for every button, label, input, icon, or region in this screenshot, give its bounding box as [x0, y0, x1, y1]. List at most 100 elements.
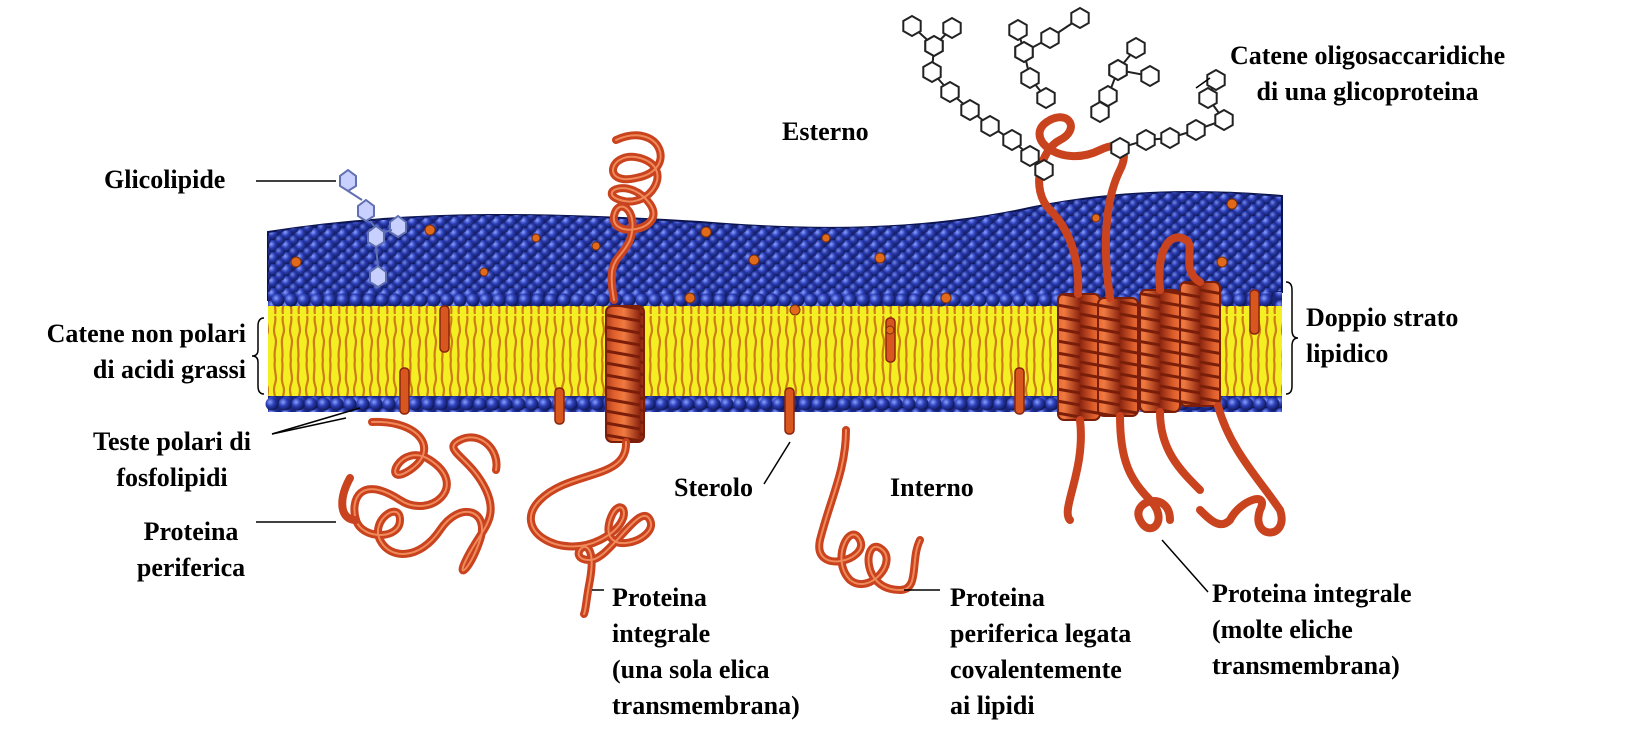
fatty-acid-label-line2: di acidi grassi — [12, 352, 246, 388]
phospholipid-head — [929, 398, 942, 411]
sugar-ring — [1037, 88, 1054, 108]
phospholipid-head — [968, 398, 981, 411]
peripheral-protein-label-line2: periferica — [126, 550, 256, 586]
bilayer-label-line1: Doppio strato — [1306, 300, 1458, 336]
phospholipid-head — [422, 398, 435, 411]
sugar-ring — [1021, 146, 1038, 166]
phospholipid-head — [480, 294, 493, 307]
phospholipid-head — [844, 294, 857, 307]
phospholipid-head — [597, 294, 610, 307]
phospholipid-head — [695, 398, 708, 411]
phospholipid-head — [877, 398, 890, 411]
phospholipid-head — [578, 398, 591, 411]
polar-heads-label: Teste polari di fosfolipidi — [74, 424, 270, 496]
phospholipid-head — [506, 294, 519, 307]
phospholipid-head — [708, 398, 721, 411]
phospholipid-head — [682, 398, 695, 411]
phospholipid-head — [1267, 398, 1280, 411]
phospholipid-head — [961, 294, 974, 307]
phospholipid-head — [1221, 294, 1234, 307]
lipid-anchored-label-line1: Proteina — [950, 580, 1131, 616]
phospholipid-head — [402, 294, 415, 307]
phospholipid-head — [1013, 294, 1026, 307]
lipid-anchored-label-line4: ai lipidi — [950, 688, 1131, 724]
sugar-ring — [925, 36, 942, 56]
phospholipid-head — [526, 398, 539, 411]
phospholipid-head — [623, 294, 636, 307]
phospholipid-head — [298, 294, 311, 307]
phospholipid-head — [571, 294, 584, 307]
phospholipid-head — [591, 398, 604, 411]
phospholipid-head — [428, 294, 441, 307]
phospholipid-head — [656, 398, 669, 411]
phospholipid-head — [311, 294, 324, 307]
sugar-ring — [903, 16, 920, 36]
phospholipid-head — [558, 294, 571, 307]
phospholipid-head — [337, 294, 350, 307]
phospholipid-head — [649, 294, 662, 307]
phospholipid-head — [903, 398, 916, 411]
phospholipid-head — [701, 294, 714, 307]
phospholipid-head — [922, 294, 935, 307]
phospholipid-head — [285, 294, 298, 307]
oligosaccharide-label-line1: Catene oligosaccaridiche — [1230, 38, 1505, 74]
phospholipid-head — [773, 398, 786, 411]
inside-label: Interno — [890, 470, 974, 506]
integral-multi-label-line3: transmembrana) — [1212, 648, 1412, 684]
sugar-ring — [941, 82, 958, 102]
phospholipid-head — [474, 398, 487, 411]
sugar-ring — [1141, 66, 1158, 86]
integral-single-label-line2: integrale — [612, 616, 800, 652]
phospholipid-head — [766, 294, 779, 307]
bilayer-label: Doppio strato lipidico — [1306, 300, 1458, 372]
oligosaccharide-label: Catene oligosaccaridiche di una glicopro… — [1230, 38, 1505, 110]
phospholipid-head — [441, 294, 454, 307]
phospholipid-head — [487, 398, 500, 411]
phospholipid-head — [448, 398, 461, 411]
phospholipid-head — [519, 294, 532, 307]
sugar-ring — [1015, 42, 1032, 62]
phospholipid-head — [1046, 398, 1059, 411]
outside-label: Esterno — [782, 114, 869, 150]
phospholipid-head — [1241, 398, 1254, 411]
phospholipid-head — [493, 294, 506, 307]
phospholipid-head — [383, 398, 396, 411]
sugar-ring — [1187, 120, 1204, 140]
phospholipid-head — [987, 294, 1000, 307]
sugar-ring — [1041, 28, 1058, 48]
phospholipid-head — [870, 294, 883, 307]
phospholipid-head — [825, 398, 838, 411]
sugar-ring — [1009, 20, 1026, 40]
sugar-ring — [1207, 70, 1224, 90]
phospholipid-head — [272, 294, 285, 307]
phospholipid-head — [909, 294, 922, 307]
oligosaccharide-label-line2: di una glicoproteina — [1230, 74, 1505, 110]
phospholipid-head — [279, 398, 292, 411]
sugar-ring — [1215, 110, 1232, 130]
phospholipid-head — [350, 294, 363, 307]
sugar-ring — [1199, 88, 1216, 108]
phospholipid-head — [721, 398, 734, 411]
phospholipid-head — [974, 294, 987, 307]
phospholipid-head — [467, 294, 480, 307]
phospholipid-head — [779, 294, 792, 307]
sugar-ring — [981, 116, 998, 136]
peripheral-protein-label: Proteina periferica — [126, 514, 256, 586]
sugar-ring — [923, 62, 940, 82]
phospholipid-head — [994, 398, 1007, 411]
sugar-ring — [1161, 128, 1178, 148]
phospholipid-head — [805, 294, 818, 307]
phospholipid-head — [883, 294, 896, 307]
phospholipid-head — [409, 398, 422, 411]
lipid-anchored-protein — [819, 430, 920, 590]
phospholipid-head — [1254, 398, 1267, 411]
phospholipid-head — [753, 294, 766, 307]
phospholipid-head — [389, 294, 402, 307]
phospholipid-head — [812, 398, 825, 411]
phospholipid-head — [760, 398, 773, 411]
phospholipid-head — [727, 294, 740, 307]
phospholipid-head — [831, 294, 844, 307]
phospholipid-head — [513, 398, 526, 411]
phospholipid-head — [740, 294, 753, 307]
phospholipid-head — [331, 398, 344, 411]
